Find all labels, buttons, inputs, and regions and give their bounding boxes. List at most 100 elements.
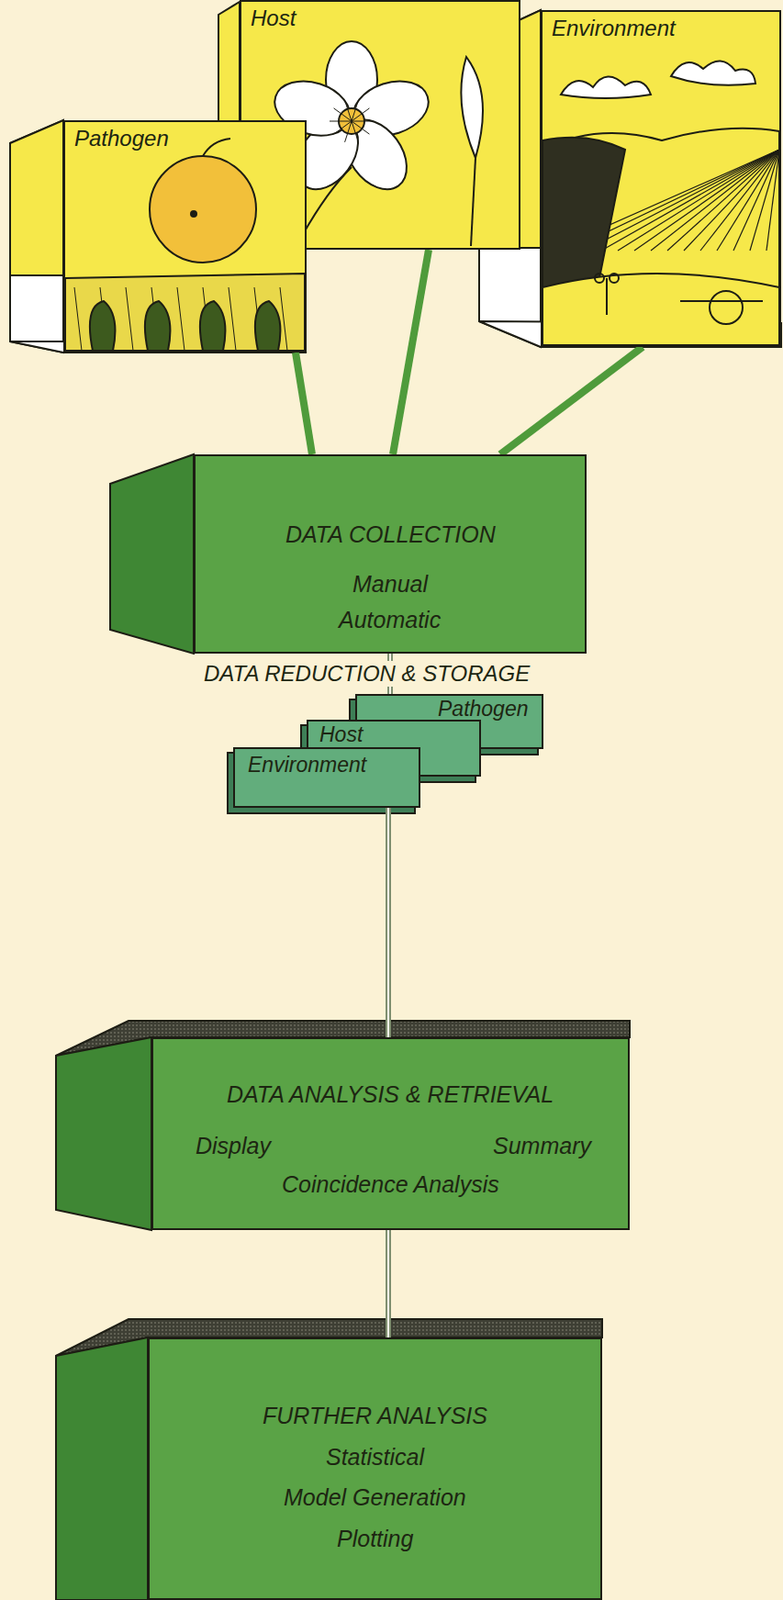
- process-box: DATA COLLECTION ManualAutomatic: [193, 454, 587, 654]
- connector-core: [387, 1230, 390, 1338]
- text-slot: Pathogen: [74, 125, 169, 152]
- box-text: Statistical: [325, 1443, 425, 1471]
- stem: [296, 167, 352, 247]
- env-illustration: [542, 11, 780, 346]
- text-slot: Summary: [492, 1132, 592, 1160]
- drawing: [329, 121, 352, 123]
- drawing: [228, 287, 236, 351]
- text-slot: Plotting: [336, 1525, 414, 1553]
- pathogen-side-top: [10, 120, 64, 276]
- text-slot: Environment: [247, 752, 367, 777]
- spore-shape: [200, 301, 226, 351]
- sun-ray: [683, 149, 780, 251]
- drawing: [125, 287, 134, 351]
- edge-label: DATA REDUCTION & STORAGE: [198, 660, 536, 687]
- connector-line: [295, 352, 313, 455]
- drawing: [351, 100, 358, 122]
- analysis-side: [55, 1037, 152, 1231]
- drawing: [345, 121, 352, 143]
- drawing: [609, 273, 619, 283]
- text-slot: Manual: [352, 570, 428, 598]
- pathogen-illustration: [65, 122, 305, 351]
- spore-shape: [89, 301, 116, 351]
- text-slot: Host: [250, 5, 296, 32]
- petal: [268, 71, 358, 145]
- drawing: [351, 121, 374, 123]
- stem: [202, 138, 231, 157]
- drawing: [74, 287, 82, 351]
- connector: [388, 1230, 390, 1338]
- sun: [709, 290, 743, 325]
- further-side: [55, 1337, 148, 1600]
- box-text: Manual: [352, 570, 428, 598]
- text-slot: Coincidence Analysis: [281, 1171, 500, 1198]
- drawing: [351, 121, 358, 143]
- drawing: [190, 211, 197, 217]
- text-slot: DATA ANALYSIS & RETRIEVAL: [226, 1081, 554, 1108]
- text-slot: Model Generation: [283, 1484, 467, 1511]
- sun-ray: [733, 149, 780, 251]
- sun-ray: [749, 149, 780, 251]
- connector: [500, 346, 643, 455]
- box-title: Environment: [247, 752, 367, 777]
- rain-sky: [542, 137, 626, 288]
- box-text: Summary: [492, 1132, 592, 1160]
- box-text: Automatic: [338, 606, 441, 634]
- box-text: Plotting: [336, 1525, 414, 1553]
- collection-side: [110, 454, 194, 654]
- text-slot: Automatic: [338, 606, 441, 634]
- drawing: [594, 273, 605, 283]
- drawing: [351, 121, 370, 135]
- connector: [388, 807, 390, 1038]
- box-title: FURTHER ANALYSIS: [262, 1402, 488, 1430]
- fruit: [149, 156, 257, 263]
- field: [542, 273, 780, 346]
- sun-ray: [617, 149, 780, 251]
- drawing: [279, 287, 288, 351]
- sun-ray: [700, 149, 780, 251]
- sun-ray: [716, 149, 780, 251]
- box-text: Coincidence Analysis: [281, 1171, 500, 1198]
- box-title: DATA ANALYSIS & RETRIEVAL: [226, 1081, 554, 1108]
- drawing: [177, 287, 185, 351]
- cloud: [560, 76, 651, 99]
- box-title: Environment: [551, 15, 676, 42]
- connector-line: [385, 1230, 392, 1338]
- spore-shape: [255, 301, 281, 351]
- sun-ray: [650, 149, 780, 251]
- drawing: [334, 108, 352, 122]
- connector: [295, 352, 313, 455]
- sun-ray: [634, 149, 780, 251]
- box-title: Pathogen: [74, 125, 169, 152]
- data-card: Environment: [233, 747, 421, 808]
- bud: [460, 56, 483, 158]
- horizon: [680, 300, 763, 303]
- connector-line: [500, 346, 643, 455]
- box-text: Model Generation: [283, 1484, 467, 1511]
- spore-shape: [145, 301, 171, 351]
- factor-box: Pathogen: [63, 120, 307, 353]
- process-box: DATA ANALYSIS & RETRIEVAL Display SummaryC…: [151, 1037, 630, 1231]
- drawing: [345, 100, 352, 122]
- drawing: [334, 121, 352, 135]
- pathogen-side: [10, 120, 64, 353]
- box-text: Display: [195, 1132, 271, 1160]
- cloud: [671, 60, 756, 85]
- box-title: DATA COLLECTION: [285, 521, 496, 549]
- drawing: [351, 108, 370, 122]
- connector: [392, 249, 429, 455]
- text-slot: FURTHER ANALYSIS: [262, 1402, 488, 1430]
- text-slot: Environment: [551, 15, 676, 42]
- anemometer-mast: [605, 278, 608, 315]
- sun-ray: [766, 149, 780, 251]
- box-title: Host: [319, 722, 363, 747]
- process-box: FURTHER ANALYSIS StatisticalModel Generat…: [147, 1337, 603, 1600]
- connector-line: [392, 249, 429, 455]
- connector-core: [387, 807, 390, 1038]
- box-title: Pathogen: [437, 696, 528, 721]
- stem: [470, 157, 476, 247]
- connector-line: [385, 807, 392, 1038]
- sun-ray: [667, 149, 780, 251]
- sun-ray: [601, 149, 780, 251]
